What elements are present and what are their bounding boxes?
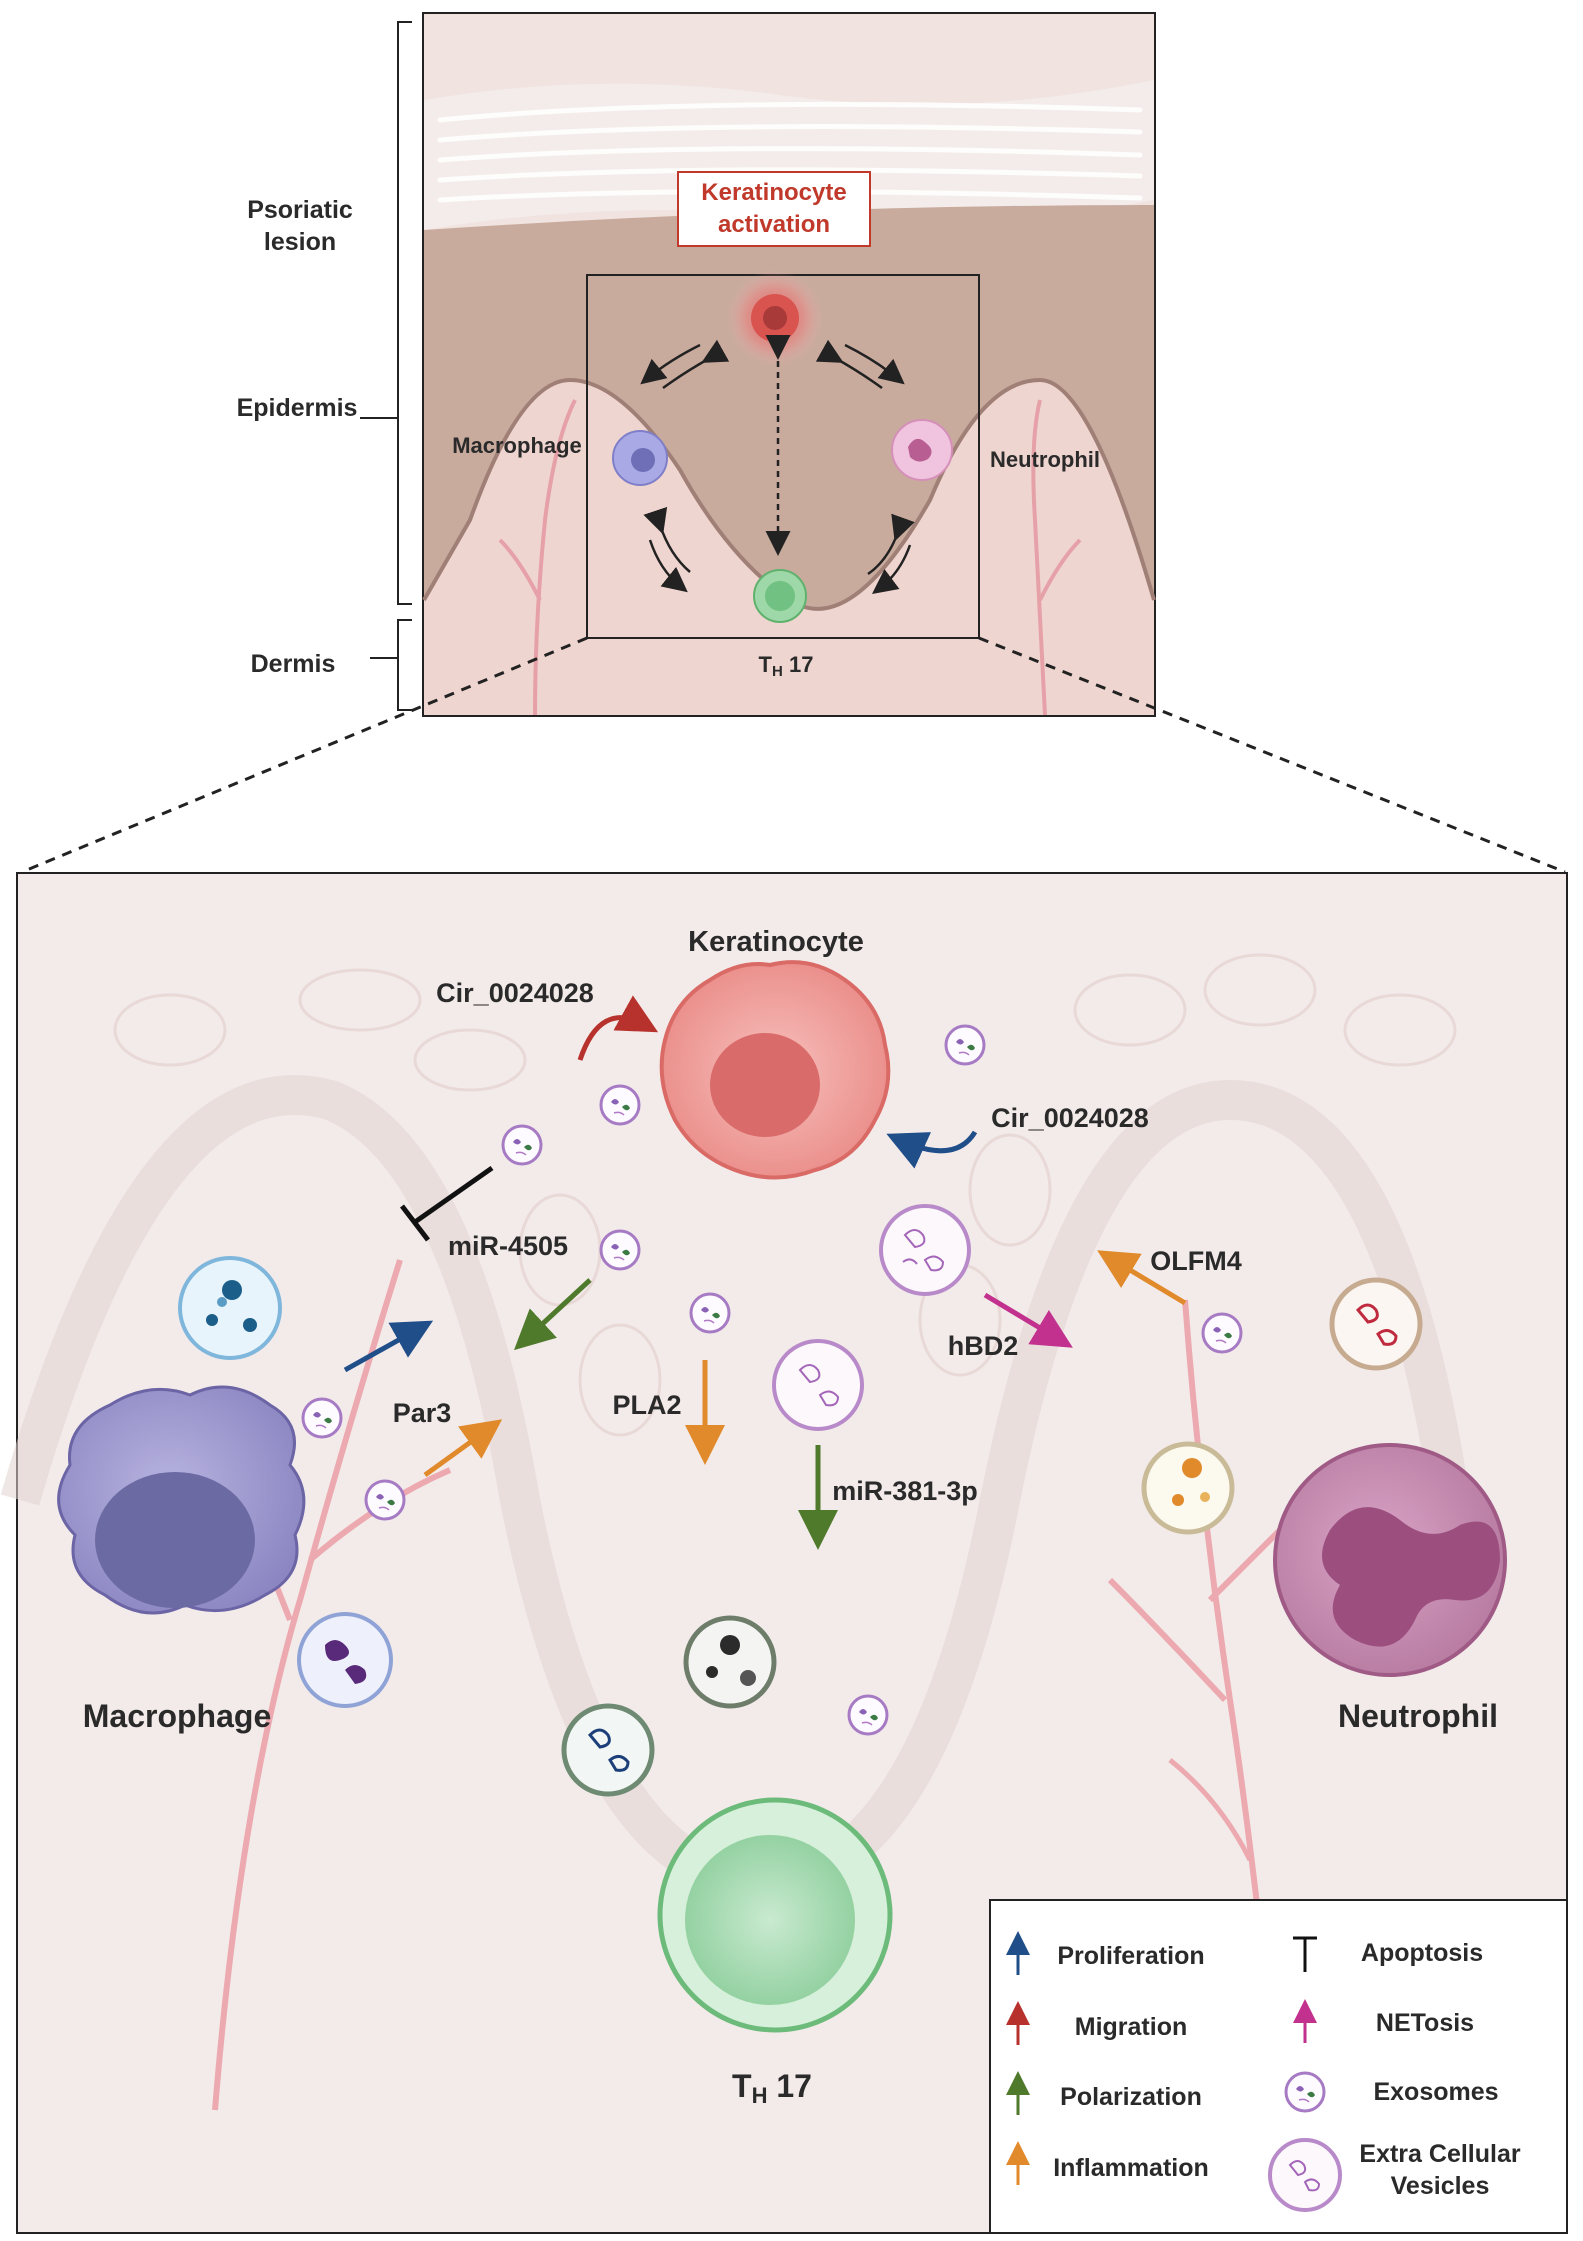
neutrophil-label: Neutrophil xyxy=(1338,1698,1498,1734)
vesicle-dark-th17 xyxy=(683,1615,777,1709)
legend-proliferation-label: Proliferation xyxy=(1057,1942,1204,1970)
keratinocyte-activation-callout xyxy=(677,171,871,247)
bottom-panel: Keratinocyte Cir_0024028 Cir_0024028 miR… xyxy=(0,872,1568,2234)
exosome-7 xyxy=(364,1479,406,1521)
activated-keratinocyte-nucleus xyxy=(763,306,787,330)
neutrophil-cell xyxy=(1273,1443,1507,1677)
corneum-layers xyxy=(437,101,1143,203)
macrophage-nucleus-small xyxy=(631,448,655,472)
pla2-label: PLA2 xyxy=(612,1390,681,1420)
inflammation-arrow-right xyxy=(1097,1250,1187,1306)
mir4505-label: miR-4505 xyxy=(448,1231,568,1261)
top-macrophage-label: Macrophage xyxy=(452,433,582,458)
exosome-4 xyxy=(599,1229,641,1271)
mir381-label: miR-381-3p xyxy=(832,1476,978,1506)
blood-vessel-branch xyxy=(1168,1758,1253,1862)
legend: Proliferation Migration Polarization Inf… xyxy=(989,1899,1568,2234)
exosome-1 xyxy=(599,1084,641,1126)
top-neutrophil-label: Neutrophil xyxy=(990,447,1100,472)
th17-cell xyxy=(657,1797,893,2033)
legend-apoptosis-label: Apoptosis xyxy=(1361,1939,1483,1967)
legend-ev-label-line1: Extra Cellular xyxy=(1359,2140,1520,2168)
th17-nucleus-small xyxy=(765,581,795,611)
macrophage-label: Macrophage xyxy=(83,1698,271,1734)
top-th17-label: TH 17 xyxy=(759,652,814,680)
th17-nucleus xyxy=(685,1835,855,2005)
callout-line-1: Keratinocyte xyxy=(701,179,846,206)
zoom-connector-lines xyxy=(21,636,1566,874)
apoptosis-inhibit-arrow xyxy=(413,1165,494,1225)
exosome-8 xyxy=(1201,1312,1243,1354)
keratinocyte-label: Keratinocyte xyxy=(688,926,864,958)
macrophage-nucleus xyxy=(95,1472,255,1608)
legend-polarization-label: Polarization xyxy=(1060,2083,1202,2111)
keratinocyte-cell xyxy=(659,960,891,1180)
macrophage-cell xyxy=(57,1385,306,1615)
vesicle-orange-neutrophil xyxy=(1141,1441,1235,1535)
olfm4-label: OLFM4 xyxy=(1150,1246,1242,1276)
vesicle-navy-th17 xyxy=(561,1703,655,1797)
psoriatic-label-1: Psoriatic xyxy=(247,196,353,224)
exosome-5 xyxy=(689,1292,731,1334)
epidermis-label: Epidermis xyxy=(237,394,358,422)
legend-exosomes-label: Exosomes xyxy=(1373,2078,1498,2106)
psoriatic-label-2: lesion xyxy=(264,228,336,256)
bottom-pathway-arrows xyxy=(343,995,1187,1550)
hbd2-label: hBD2 xyxy=(948,1331,1019,1361)
proliferation-arrow-left xyxy=(343,1320,434,1373)
dermis-layer xyxy=(424,380,1154,715)
top-panel: Keratinocyte activation Macrophage Neutr… xyxy=(422,12,1156,717)
apoptosis-inhibit-bar xyxy=(400,1204,430,1242)
exosome-9 xyxy=(847,1694,889,1736)
legend-apoptosis-icon xyxy=(1293,1936,1317,1972)
callout-line-2: activation xyxy=(718,211,830,238)
cir-left-label: Cir_0024028 xyxy=(436,978,594,1008)
netosis-arrow xyxy=(983,1292,1073,1348)
vesicle-pink-center xyxy=(772,1339,864,1431)
exosome-3 xyxy=(944,1024,986,1066)
legend-exosome-icon xyxy=(1284,2071,1326,2113)
polarization-arrow-left xyxy=(513,1278,592,1351)
neutrophil-nucleus-small xyxy=(908,438,932,462)
inflammation-arrow-left xyxy=(423,1419,503,1478)
neutrophil-nucleus xyxy=(1322,1507,1500,1647)
legend-netosis-label: NETosis xyxy=(1376,2009,1474,2037)
proliferation-arrow-right xyxy=(886,1130,978,1169)
exosome-6 xyxy=(301,1397,343,1439)
legend-vesicle-icon xyxy=(1268,2138,1342,2212)
legend-inflammation-label: Inflammation xyxy=(1053,2154,1209,2182)
keratinocyte-nucleus xyxy=(710,1033,820,1137)
dermis-label: Dermis xyxy=(251,650,336,678)
vesicle-blue-macro xyxy=(178,1256,282,1360)
legend-ev-label-line2: Vesicles xyxy=(1391,2172,1490,2200)
cir-right-label: Cir_0024028 xyxy=(991,1103,1149,1133)
top-interaction-arrows xyxy=(640,335,915,595)
exosome-2 xyxy=(501,1124,543,1166)
legend-migration-label: Migration xyxy=(1075,2013,1188,2041)
vesicle-purple-macro xyxy=(297,1612,393,1708)
vesicle-red-neutrophil xyxy=(1329,1277,1423,1371)
vesicle-pink-keratinocyte xyxy=(879,1204,971,1296)
par3-label: Par3 xyxy=(393,1398,452,1428)
th17-label: TH 17 xyxy=(732,2068,812,2108)
side-brackets xyxy=(360,21,412,711)
migration-arrow xyxy=(577,995,659,1061)
